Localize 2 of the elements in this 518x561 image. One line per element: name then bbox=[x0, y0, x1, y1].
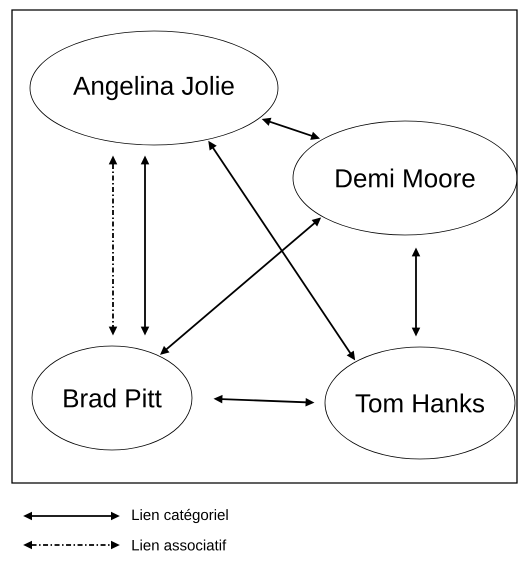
legend-text: Lien catégoriel bbox=[132, 508, 228, 524]
legend-text: Lien associatif bbox=[132, 540, 226, 550]
